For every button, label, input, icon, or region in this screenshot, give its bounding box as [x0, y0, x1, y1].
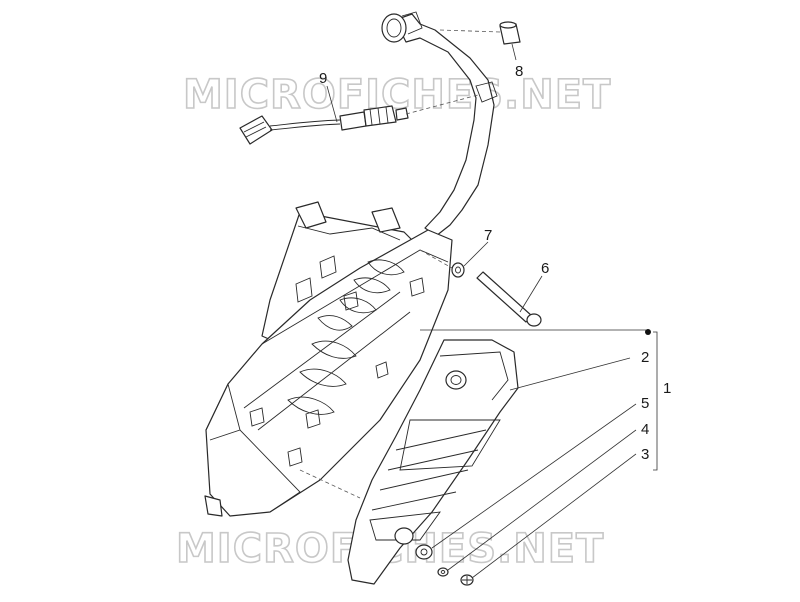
muffler	[204, 229, 453, 517]
callout-2: 2	[641, 349, 649, 366]
leader-lines	[326, 43, 658, 579]
callout-4: 4	[641, 421, 649, 438]
callout-1: 1	[663, 380, 671, 397]
exhaust-pipe	[381, 11, 498, 237]
assembly-dot	[645, 329, 651, 335]
heat-guard-part-2	[347, 339, 519, 585]
washer-part-7	[451, 262, 465, 278]
screw-part-3	[460, 574, 474, 586]
callout-5: 5	[641, 395, 649, 412]
callout-8: 8	[515, 63, 523, 80]
callout-6: 6	[541, 260, 549, 277]
bolt-part-6	[476, 271, 542, 327]
sleeve-part-8	[439, 21, 521, 45]
washer-part-4	[437, 567, 449, 577]
spacer-part-5	[415, 544, 433, 560]
callout-7: 7	[484, 227, 492, 244]
lambda-sensor-part-9	[239, 94, 479, 145]
callout-3: 3	[641, 446, 649, 463]
callout-9: 9	[319, 70, 327, 87]
